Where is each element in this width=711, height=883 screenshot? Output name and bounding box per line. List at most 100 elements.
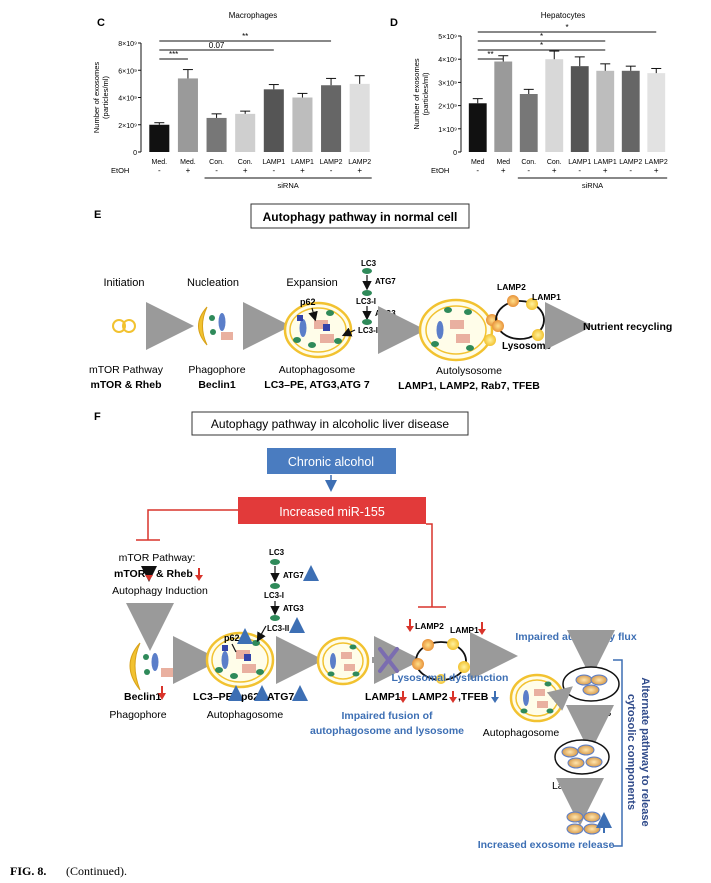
lamp2b-down-arrowhead [449,697,457,703]
etoh-value: - [578,166,581,175]
bar [321,85,342,152]
panel-label-c: C [97,17,105,29]
chart-hepatocytes: Hepatocytes01×10⁹2×10⁹3×10⁹4×10⁹5×10⁹Num… [412,11,668,190]
category-label: LAMP1 [568,159,591,166]
chronic-alcohol-label: Chronic alcohol [288,455,374,469]
significance-label: ** [242,32,248,41]
autophagosome-label-e: Autophagosome [279,364,356,376]
category-label: LAMP1 [594,159,617,166]
bar [177,78,198,152]
lamp2-label-e: LAMP2 [497,282,526,292]
etoh-value: + [300,166,305,175]
lc3i-label-f: LC3-I [264,591,284,600]
etoh-value: - [215,166,218,175]
category-label: LAMP2 [320,159,343,166]
etoh-value: + [654,166,659,175]
autolysosome-factors-e: LAMP1, LAMP2, Rab7, TFEB [398,380,540,392]
mvb-icon [562,666,620,702]
significance-label: ** [487,50,493,59]
autophagy-induction-label: Autophagy Induction [112,585,208,597]
alt-pathway-line1: Alternate pathway to release [639,677,651,826]
autophagosome-icon-f [205,631,275,689]
bar [292,97,313,152]
autophagosome-factors-e: LC3–PE, ATG3,ATG 7 [264,379,370,391]
category-label: Con. [521,159,536,166]
significance-label: * [565,23,568,32]
bar [263,89,284,152]
lamp2-down-arrowhead-f [406,626,414,632]
lamp1-label-f: LAMP1 [450,625,479,635]
initiation-vesicles-icon [112,319,136,333]
mtor-pathway-label-f: mTOR Pathway: [119,552,196,564]
atg7b-label-f: ATG7 [267,691,294,703]
autophagosome-icon [283,301,353,359]
etoh-value: + [186,166,191,175]
significance-label: 0.07 [209,41,225,50]
significance-label: * [540,41,543,50]
atg3-label-e: ATG3 [375,309,396,318]
bar [235,113,256,152]
lysosome-icon [492,295,545,341]
etoh-value: + [603,166,608,175]
mvb-label: MVB [589,707,612,719]
bar [206,117,227,152]
p62b-label-f: p62 [241,691,259,703]
lamp1b-label-f: LAMP1 [365,691,401,703]
lc3ii-arrow-e [341,327,356,337]
y-tick-label: 3×10⁹ [438,80,457,87]
lamp2b-label-f: LAMP2 [412,691,448,703]
etoh-value: - [272,166,275,175]
panel-label-e: E [94,209,101,221]
y-tick-label: 6×10⁹ [118,68,137,75]
arrow-autophagosome-to-mvb [546,686,573,711]
y-tick-label: 8×10⁹ [118,41,137,48]
panel-e-title: Autophagy pathway in normal cell [263,210,458,224]
lamp1-label-e: LAMP1 [532,292,561,302]
etoh-value: - [527,166,530,175]
autophagosome-label-f3: Autophagosome [483,727,560,739]
panel-label-d: D [390,17,398,29]
category-label: Con. [547,159,562,166]
tfeb-down-arrowhead [491,697,499,703]
autophagosome-label-f: Autophagosome [207,709,284,721]
lamp1-down-arrowhead-f [478,629,486,635]
atg7-label-e: ATG7 [375,277,396,286]
lamp1b-down-arrowhead [399,697,407,703]
stage-nucleation: Nucleation [187,277,239,289]
lysosome-label-e: Lysosome [502,341,552,352]
y-tick-label: 2×10⁹ [118,123,137,130]
category-label: Med. [180,159,196,166]
rheb-down-arrowhead [195,575,203,581]
atg7-label-f: ATG7 [283,571,304,580]
y-tick-label: 2×10⁹ [438,104,457,111]
chart-title: Hepatocytes [541,11,585,20]
etoh-value: + [243,166,248,175]
category-label: Med. [152,159,168,166]
mir155-label: Increased miR-155 [279,505,385,519]
category-label: Con. [238,159,253,166]
category-label: LAMP2 [619,159,642,166]
panel-f-title: Autophagy pathway in alcoholic liver dis… [211,417,449,431]
bar [545,59,564,153]
bar [596,70,615,152]
bar [468,103,487,152]
category-label: LAMP2 [348,159,371,166]
y-tick-label: 1×10⁹ [438,127,457,134]
chronic-alcohol-box [267,448,396,474]
lc3ii-label-f: LC3-II [267,624,289,633]
y-tick-label: 0 [453,150,457,157]
category-label: Med [471,159,485,166]
beclin1-label-f: Beclin1 [124,691,162,703]
etoh-value: - [629,166,632,175]
etoh-label: EtOH [111,166,129,175]
beclin1-down-arrowhead [158,693,166,700]
sirna-label: siRNA [582,181,603,190]
lc3ii-dot-f [270,615,280,621]
autophagosome-icon-f2 [316,636,370,686]
phagophore-label-e: Phagophore [188,364,245,376]
rheb-label-f: & Rheb [156,568,193,580]
bar [494,61,513,152]
lc3-dot-e [362,268,372,274]
panel-e-title-box [250,203,470,229]
